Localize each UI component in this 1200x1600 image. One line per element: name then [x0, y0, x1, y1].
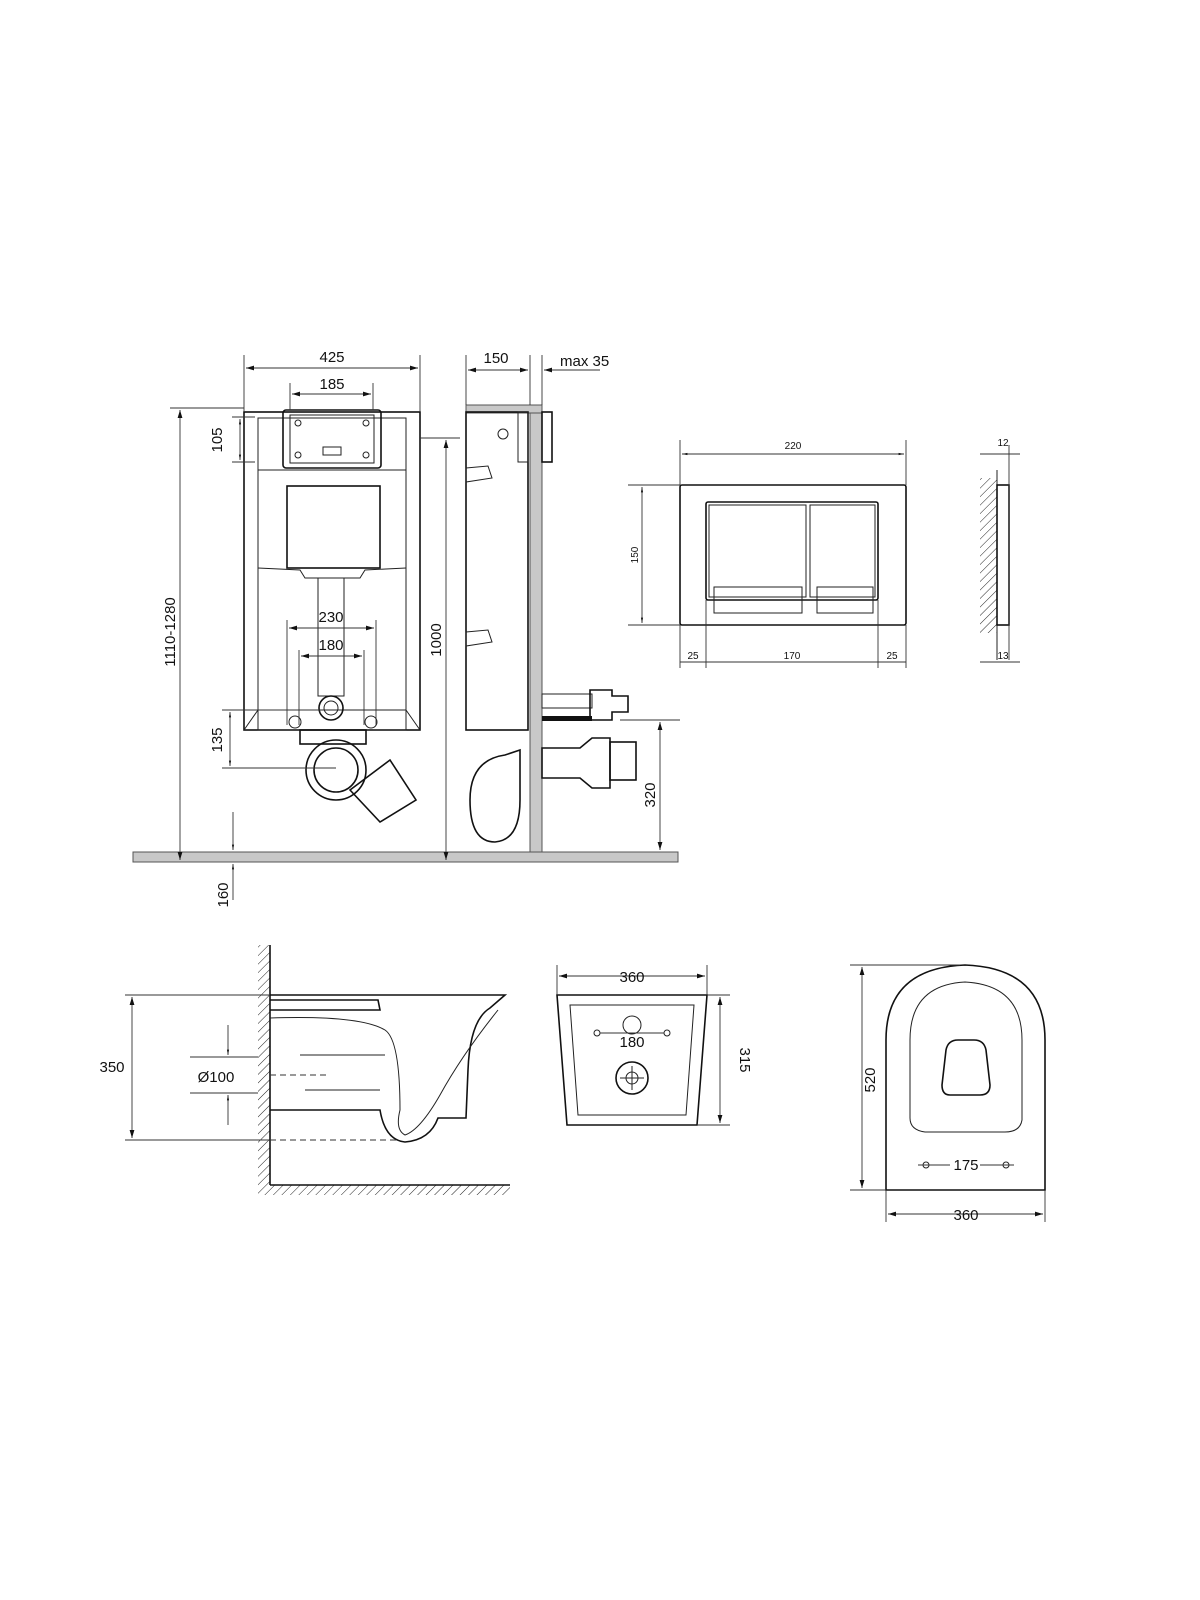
- dim-floor-offset: 160: [215, 882, 232, 907]
- wall-section: [529, 404, 543, 853]
- dim-plate-width: 185: [319, 376, 344, 393]
- half-flush-button: [809, 504, 876, 598]
- full-flush-button: [708, 504, 807, 598]
- outlet: [318, 695, 344, 721]
- dim-bowl-height: 350: [99, 1059, 124, 1076]
- dim-top-length: 520: [862, 1067, 879, 1092]
- bowl-top-view: 175 520 360: [850, 964, 1046, 1224]
- bowl-back-outline: [556, 994, 708, 1126]
- drain-connector: [541, 737, 611, 789]
- dim-plate-depth-top: 12: [997, 438, 1009, 449]
- dim-bolt-inner: 180: [318, 637, 343, 654]
- water-inlet: [589, 689, 629, 721]
- dim-top-offset: 105: [209, 427, 226, 452]
- dim-button-width: 170: [784, 651, 801, 662]
- dim-plate-depth-bottom: 13: [997, 651, 1009, 662]
- dim-frame-height: 1000: [428, 623, 445, 656]
- plate-outline: [679, 484, 907, 626]
- cistern-box: [286, 485, 381, 569]
- dim-height-range: 1110-1280: [162, 597, 179, 667]
- bowl-back-view: 180 360 315: [556, 965, 753, 1126]
- flush-mount-plate: [282, 409, 382, 469]
- dim-top-bolt-spacing: 175: [953, 1157, 978, 1174]
- dim-margin-right: 25: [886, 651, 898, 662]
- dim-outlet-offset: 135: [209, 727, 226, 752]
- dim-frame-width: 425: [319, 349, 344, 366]
- frame-side-view: 150 max 35 320: [465, 350, 680, 853]
- bowl-top-outline: [885, 964, 1046, 1191]
- dim-plate-width: 220: [785, 441, 802, 452]
- dim-back-height: 315: [736, 1047, 753, 1072]
- dim-bolt-outer: 230: [318, 609, 343, 626]
- dim-back-width: 360: [619, 969, 644, 986]
- dim-outlet-height: 320: [642, 782, 659, 807]
- frame-side-outline: [465, 411, 529, 731]
- dim-pipe-diameter: Ø100: [198, 1069, 235, 1086]
- dim-margin-left: 25: [687, 651, 699, 662]
- flush-plate-side: 12 13: [980, 438, 1020, 663]
- dim-plate-height: 150: [630, 546, 641, 563]
- dim-top-width: 360: [953, 1207, 978, 1224]
- dim-frame-depth: 150: [483, 350, 508, 367]
- drain-elbow: [469, 748, 521, 843]
- drain-bend: [305, 739, 367, 801]
- flush-plate-profile: [541, 411, 553, 463]
- bowl-outline: [270, 994, 508, 1143]
- frame-outline: [243, 411, 421, 731]
- dim-back-bolt-spacing: 180: [619, 1034, 644, 1051]
- flush-plate-front: 220 150 25 170 25: [628, 440, 907, 668]
- frame-front-view: 425 185 105 1110-1280 230 180 1000 135 1…: [132, 349, 679, 908]
- drain-pipe: [348, 758, 418, 824]
- bowl-side-view: 350 Ø100: [99, 945, 510, 1195]
- bowl-drain: [941, 1039, 991, 1096]
- floor-line: [132, 851, 679, 863]
- dim-wall-max: max 35: [560, 353, 609, 370]
